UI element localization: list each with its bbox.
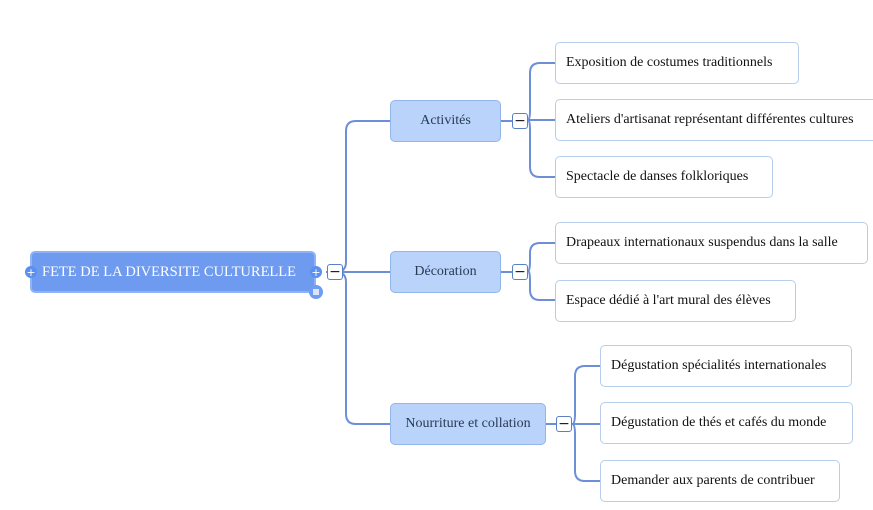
leaf-node-decoration-1[interactable]: Drapeaux internationaux suspendus dans l… — [555, 222, 868, 264]
leaf-node-nourriture-2[interactable]: Dégustation de thés et cafés du monde — [600, 402, 853, 444]
branch-node-decoration[interactable]: Décoration — [390, 251, 501, 293]
connector-nourriture-3 — [571, 423, 600, 482]
root-node[interactable]: FETE DE LA DIVERSITE CULTURELLE — [30, 251, 316, 293]
connector-decoration-2 — [527, 270, 555, 301]
add-parent-plus-icon[interactable]: + — [25, 265, 37, 279]
leaf-node-activites-1[interactable]: Exposition de costumes traditionnels — [555, 42, 799, 84]
connector-activites-3 — [527, 119, 555, 178]
add-child-plus-icon[interactable]: + — [310, 265, 322, 279]
leaf-node-activites-3[interactable]: Spectacle de danses folkloriques — [555, 156, 773, 198]
leaf-node-nourriture-3[interactable]: Demander aux parents de contribuer — [600, 460, 840, 502]
collapse-nourriture-toggle[interactable]: − — [556, 416, 572, 432]
leaf-node-nourriture-1[interactable]: Dégustation spécialités internationales — [600, 345, 852, 387]
branch-node-nourriture[interactable]: Nourriture et collation — [390, 403, 546, 445]
root-node-label: FETE DE LA DIVERSITE CULTURELLE — [42, 263, 296, 280]
leaf-node-activites-2[interactable]: Ateliers d'artisanat représentant différ… — [555, 99, 873, 141]
collapse-root-toggle[interactable]: − — [327, 264, 343, 280]
drag-handle-grip-icon[interactable] — [309, 285, 323, 299]
connector-nourriture-1 — [571, 365, 600, 425]
connector-activites-1 — [527, 62, 555, 121]
leaf-node-decoration-2[interactable]: Espace dédié à l'art mural des élèves — [555, 280, 796, 322]
collapse-decoration-toggle[interactable]: − — [512, 264, 528, 280]
connector-root-activites — [326, 120, 390, 273]
connector-root-nourriture — [326, 271, 390, 425]
connector-decoration-1 — [527, 242, 555, 272]
branch-node-activites[interactable]: Activités — [390, 100, 501, 142]
collapse-activites-toggle[interactable]: − — [512, 113, 528, 129]
